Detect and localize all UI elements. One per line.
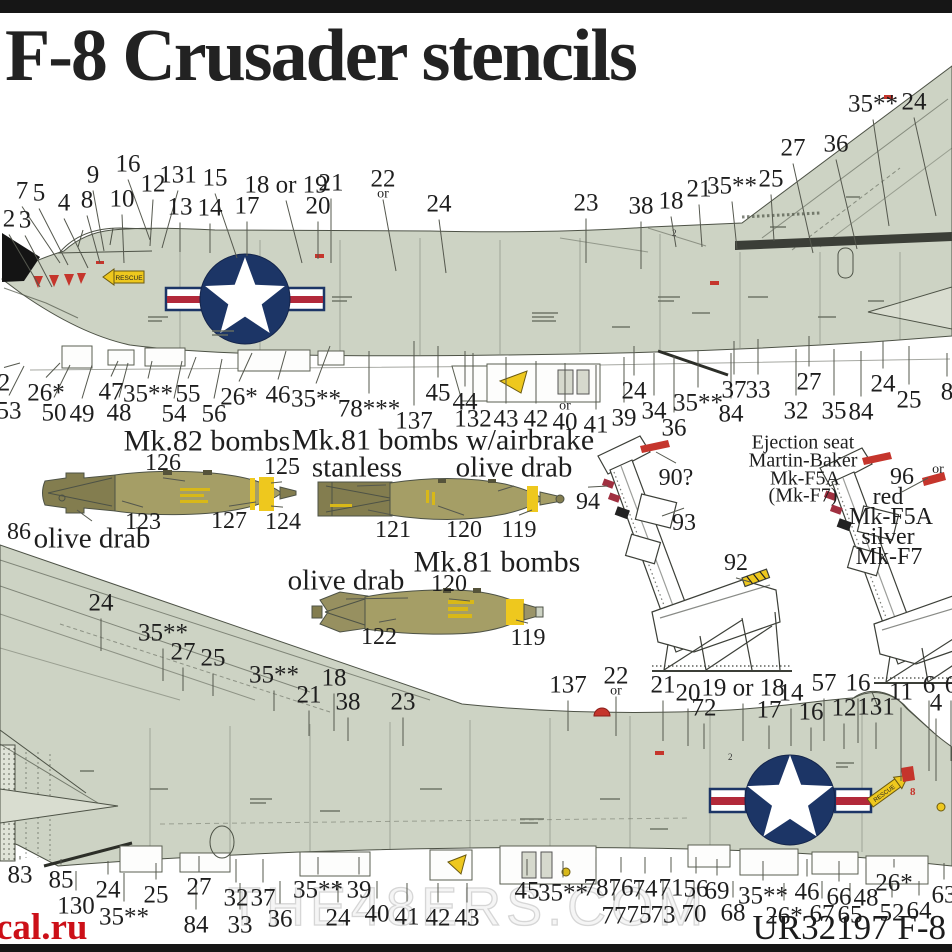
top-radome bbox=[2, 233, 40, 282]
top-aircraft-profile: RESCUE 2 bbox=[1, 65, 952, 403]
ejection-seat-left bbox=[597, 435, 792, 672]
rescue-arrow-top: RESCUE bbox=[102, 268, 145, 286]
page-title: F-8 Crusader stencils bbox=[5, 15, 638, 97]
site-watermark: THE48ERS.COM bbox=[227, 876, 709, 937]
national-insignia-top bbox=[164, 253, 326, 345]
svg-text:8: 8 bbox=[910, 786, 916, 798]
top-fin-band bbox=[735, 232, 952, 250]
top-stabilizer bbox=[867, 286, 952, 330]
bottom-border-bar bbox=[0, 944, 952, 952]
mk82-bomb bbox=[42, 470, 297, 516]
decal-site-watermark: cal.ru bbox=[0, 907, 88, 948]
product-code: UR32197 F-8 bbox=[752, 908, 947, 947]
beacon bbox=[593, 707, 611, 717]
national-insignia-bottom bbox=[708, 754, 873, 846]
top-border-bar bbox=[0, 0, 952, 13]
bottom-canopy bbox=[851, 690, 907, 709]
svg-text:RESCUE: RESCUE bbox=[115, 275, 143, 282]
stencil-blocks-top bbox=[148, 196, 884, 336]
svg-text:2: 2 bbox=[728, 752, 733, 762]
stencil-blocks-bottom bbox=[80, 762, 854, 830]
top-canopy bbox=[59, 227, 153, 253]
mk81-bomb bbox=[311, 588, 544, 635]
bottom-aircraft-profile: RESCUE 8 2 bbox=[0, 544, 952, 885]
bottom-stabilizer bbox=[0, 788, 119, 824]
svg-text:2: 2 bbox=[672, 228, 677, 238]
